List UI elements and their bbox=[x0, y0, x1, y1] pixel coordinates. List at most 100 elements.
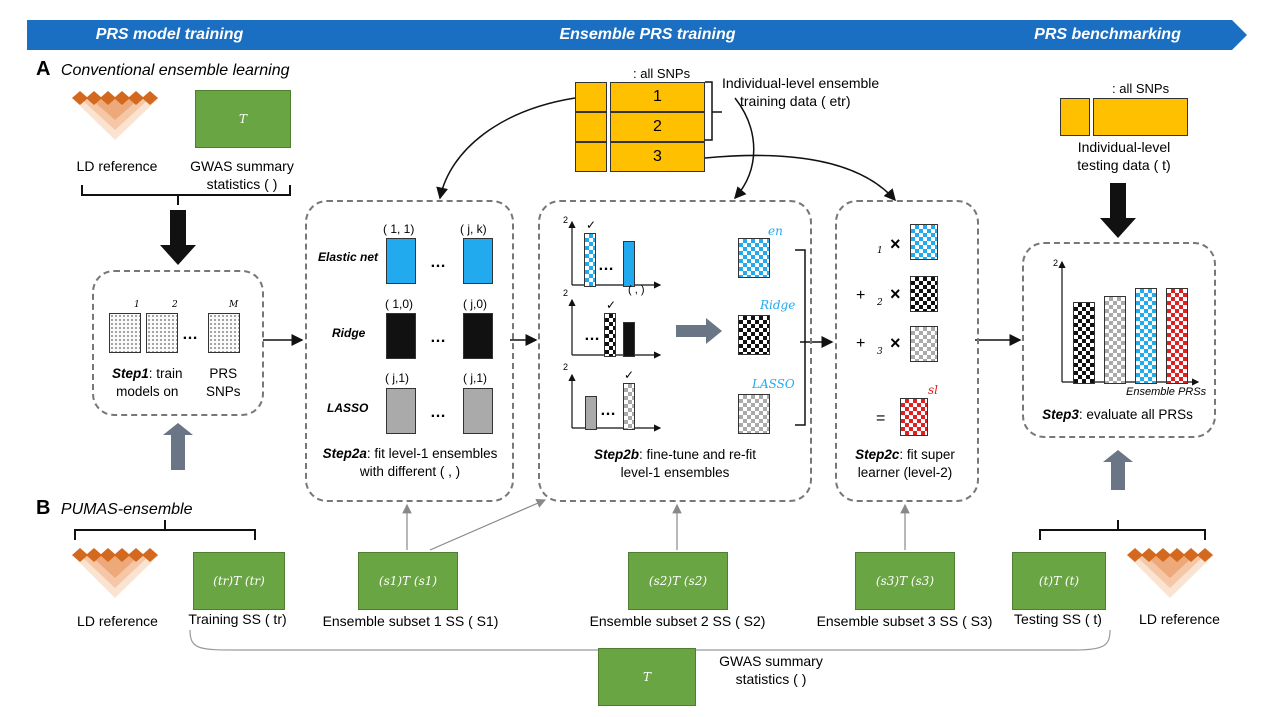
b-subset2-box: (s2)T (s2) bbox=[628, 552, 728, 610]
gwas-label-a: GWAS summary statistics ( ) bbox=[183, 157, 301, 193]
step1-model-m bbox=[208, 313, 240, 353]
step2c-times-3: × bbox=[890, 333, 901, 353]
step2c-en-square bbox=[910, 224, 938, 260]
step2b-c3-ellipsis: … bbox=[600, 402, 616, 419]
banner-middle-shape bbox=[305, 20, 982, 50]
step2a-box bbox=[305, 200, 514, 502]
step1-caption-line2: models on bbox=[116, 384, 179, 399]
b-subset2-box-label: (s2)T (s2) bbox=[648, 574, 708, 588]
ld-reference-b-left-icon bbox=[72, 548, 159, 598]
step3-axis-label: Ensemble PRSs bbox=[1126, 386, 1207, 398]
step3-caption-line1: : evaluate all PRSs bbox=[1078, 407, 1193, 422]
step2a-caption-line1: : fit level-1 ensembles bbox=[366, 446, 498, 461]
step1-box bbox=[92, 270, 264, 416]
step2b-r2-3: 2 bbox=[563, 362, 569, 372]
orange-training-header: : all SNPs bbox=[633, 66, 691, 81]
step2c-caption: Step2c: fit super learner (level-2) bbox=[845, 446, 965, 482]
step2b-en-square bbox=[738, 238, 770, 278]
step2c-times-1: × bbox=[890, 234, 901, 254]
step2b-box bbox=[538, 200, 812, 502]
banner-arrows bbox=[27, 20, 1247, 50]
ld-reference-a-label: LD reference bbox=[76, 158, 158, 174]
step2b-c1-bar-2 bbox=[623, 241, 635, 287]
step2c-lasso-square bbox=[910, 326, 938, 362]
orange-training-row-2-label: 2 bbox=[653, 118, 662, 135]
b-subset1-box-label: (s1)T (s1) bbox=[378, 574, 438, 588]
b-subset2-label: Ensemble subset 2 SS ( S2) bbox=[589, 613, 766, 629]
step2c-w3: 3 bbox=[877, 347, 883, 357]
step1-idx-1: 1 bbox=[134, 300, 140, 310]
step3-bar-lasso bbox=[1104, 296, 1126, 384]
gwas-label-a-line2: statistics ( ) bbox=[206, 176, 278, 192]
b-testing-box-label: (t)T (t) bbox=[1038, 574, 1080, 588]
step3-bold: Step3 bbox=[1042, 407, 1079, 422]
step1-ellipsis: … bbox=[182, 326, 198, 343]
step1-caption-line1: : train bbox=[148, 366, 183, 381]
gwas-box-a: T bbox=[195, 90, 291, 148]
orange-testing-right bbox=[1093, 98, 1188, 136]
ld-reference-a-icon bbox=[72, 91, 159, 140]
step1-prs-snps: PRS SNPs bbox=[206, 365, 241, 401]
step2b-r2-2: 2 bbox=[563, 288, 569, 298]
step2c-plus-1: + bbox=[856, 287, 866, 304]
orange-training-row-3: 3 bbox=[610, 142, 705, 172]
step2a-param-lasso-1: ( j,1) bbox=[385, 371, 409, 385]
orange-training-label-2: training data ( etr) bbox=[740, 93, 851, 109]
b-subset1-label: Ensemble subset 1 SS ( S1) bbox=[322, 613, 499, 629]
orange-training-row-1-label: 1 bbox=[653, 88, 662, 105]
step2b-c3-bar-1 bbox=[585, 396, 597, 430]
step2b-ridge-square bbox=[738, 315, 770, 355]
step2b-r2-1: 2 bbox=[563, 215, 569, 225]
step2b-axis-label: ( , ) bbox=[628, 284, 645, 296]
step2a-lasso-label: LASSO bbox=[327, 401, 369, 415]
step2a-ridge-ellipsis: … bbox=[430, 329, 446, 346]
step1-bold: Step1 bbox=[112, 366, 149, 381]
banner-left-shape bbox=[27, 20, 322, 50]
step1-prs-label: PRS bbox=[209, 366, 238, 381]
b-training-box-label: (tr)T (tr) bbox=[213, 574, 265, 588]
b-ld-right-label: LD reference bbox=[1139, 611, 1220, 627]
step2b-caption-line1: : fine-tune and re-fit bbox=[638, 447, 757, 462]
step2c-equals: = bbox=[876, 410, 886, 427]
b-ld-left-label: LD reference bbox=[77, 613, 158, 629]
step2b-c2-bar-1 bbox=[604, 313, 616, 357]
gwas-label-a-line1: GWAS summary bbox=[190, 158, 294, 174]
b-subset3-label: Ensemble subset 3 SS ( S3) bbox=[816, 613, 993, 629]
orange-training-left-3 bbox=[575, 142, 607, 172]
step2c-bold: Step2c bbox=[855, 447, 900, 462]
step1-idx-2: 2 bbox=[172, 300, 178, 310]
orange-testing-header: : all SNPs bbox=[1112, 81, 1170, 96]
step3-box bbox=[1022, 242, 1216, 438]
step2b-lasso-label: LASSO bbox=[752, 377, 795, 391]
b-gwas-label: GWAS summary statistics ( ) bbox=[712, 652, 830, 688]
section-b-title: PUMAS-ensemble bbox=[60, 501, 193, 518]
step2a-en-ellipsis: … bbox=[430, 254, 446, 271]
step2b-c2-bar-2 bbox=[623, 322, 635, 357]
step2c-sl-square bbox=[900, 398, 928, 436]
step2b-bold: Step2b bbox=[593, 447, 639, 462]
step2c-caption-line2: learner (level-2) bbox=[857, 465, 953, 480]
orange-training-left-2 bbox=[575, 112, 607, 142]
step1-model-1 bbox=[109, 313, 141, 353]
banner-prs-model-training: PRS model training bbox=[95, 26, 244, 43]
step2b-caption-line2: level-1 ensembles bbox=[620, 465, 730, 480]
step2a-ridge-bar-1 bbox=[386, 313, 416, 359]
b-testing-label: Testing SS ( t) bbox=[1014, 611, 1102, 627]
banner-right-shape bbox=[965, 20, 1247, 50]
step1-model-2 bbox=[146, 313, 178, 353]
section-b-heading: B PUMAS-ensemble bbox=[36, 497, 193, 520]
orange-training-left-1 bbox=[575, 82, 607, 112]
step1-snps-label: SNPs bbox=[206, 384, 241, 399]
step2c-w2: 2 bbox=[877, 298, 883, 308]
step2b-check-1: ✓ bbox=[586, 218, 597, 232]
orange-training-label-1: Individual-level ensemble bbox=[722, 75, 880, 91]
banner-ensemble-prs-training: Ensemble PRS training bbox=[559, 26, 736, 43]
ld-reference-b-right-icon bbox=[1127, 548, 1214, 598]
step2c-w1: 1 bbox=[877, 246, 883, 256]
step2a-param-en-1: ( 1, 1) bbox=[383, 222, 415, 236]
step2b-caption: Step2b: fine-tune and re-fit level-1 ens… bbox=[560, 446, 790, 482]
b-subset3-box: (s3)T (s3) bbox=[855, 552, 955, 610]
step2a-param-en-2: ( j, k) bbox=[460, 222, 487, 236]
step2b-c3-bar-2 bbox=[623, 383, 635, 430]
